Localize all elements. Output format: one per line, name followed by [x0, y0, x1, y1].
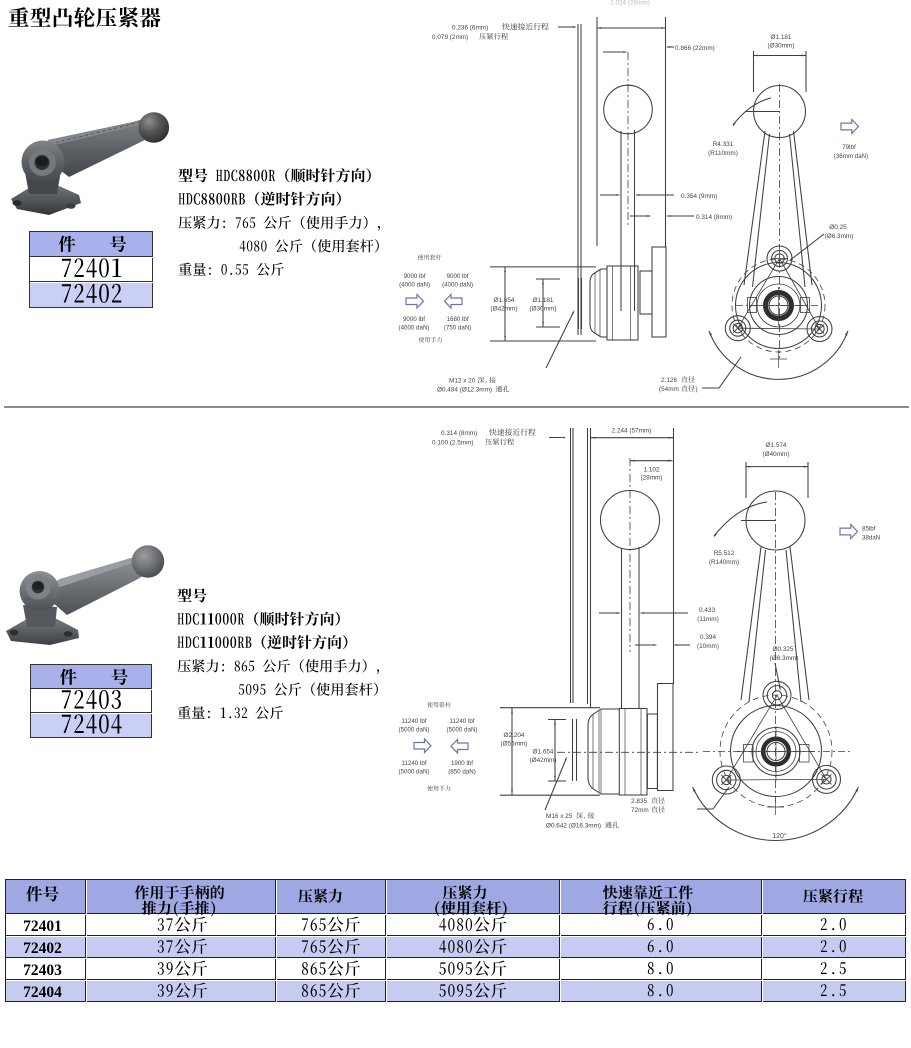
svg-text:0.236 (6mm): 0.236 (6mm) [452, 25, 488, 32]
svg-text:0.866 (22mm): 0.866 (22mm) [675, 45, 715, 52]
svg-text:0.314 (8mm): 0.314 (8mm) [696, 214, 732, 221]
svg-text:(Ø8.3mm): (Ø8.3mm) [770, 655, 799, 662]
svg-text:1.024 (26mm): 1.024 (26mm) [610, 0, 650, 7]
svg-text:11240 lbf: 11240 lbf [402, 760, 427, 767]
svg-text:72401: 72401 [23, 918, 62, 935]
svg-text:M12 x 20: M12 x 20 [449, 378, 476, 385]
svg-text:1.102: 1.102 [644, 467, 660, 474]
svg-text:0.354 (9mm): 0.354 (9mm) [681, 193, 717, 200]
svg-text:0.079 (2mm): 0.079 (2mm) [432, 34, 468, 41]
svg-text:(10mm): (10mm) [697, 643, 719, 650]
svg-text:72403: 72403 [23, 962, 62, 979]
svg-text:72402: 72402 [23, 940, 62, 957]
svg-text:9000 lbf: 9000 lbf [403, 316, 425, 323]
svg-text:(R140mm): (R140mm) [709, 559, 739, 566]
svg-text:1900 lbf: 1900 lbf [451, 760, 473, 767]
svg-text:Ø0.325: Ø0.325 [773, 646, 794, 653]
svg-text:(5000 daN): (5000 daN) [399, 769, 430, 776]
svg-text:0.100 (2.5mm): 0.100 (2.5mm) [432, 440, 474, 447]
svg-text:(36mm daN): (36mm daN) [834, 153, 868, 160]
svg-text:(4000 daN): (4000 daN) [399, 325, 430, 332]
svg-text:(Ø6.3mm): (Ø6.3mm) [825, 233, 854, 240]
svg-text:(Ø56mm): (Ø56mm) [501, 741, 528, 748]
svg-text:Ø1.654: Ø1.654 [533, 749, 554, 756]
svg-text:Ø0.484 (Ø12.3mm): Ø0.484 (Ø12.3mm) [437, 387, 492, 394]
svg-text:1680 lbf: 1680 lbf [447, 316, 469, 323]
svg-text:M16 x 25: M16 x 25 [546, 813, 573, 820]
svg-text:(11mm): (11mm) [697, 616, 719, 623]
svg-text:(28mm): (28mm) [640, 475, 662, 482]
svg-text:11240 lbf: 11240 lbf [402, 718, 427, 725]
svg-text:72mm: 72mm [631, 807, 649, 814]
svg-text:0.314 (8mm): 0.314 (8mm) [441, 430, 477, 437]
svg-text:Ø0.25: Ø0.25 [829, 224, 847, 231]
svg-text:,: , [485, 378, 487, 385]
svg-text:(Ø40mm): (Ø40mm) [763, 451, 790, 458]
svg-text:Ø1.654: Ø1.654 [494, 297, 515, 304]
svg-text:(4000 daN): (4000 daN) [442, 282, 473, 289]
svg-text:(Ø30mm): (Ø30mm) [530, 306, 557, 313]
svg-text:38daN: 38daN [862, 535, 880, 542]
svg-text:R4.331: R4.331 [713, 141, 734, 148]
svg-text:Ø1.181: Ø1.181 [771, 34, 792, 41]
svg-text:0.394: 0.394 [700, 634, 716, 641]
svg-text:79lbf: 79lbf [842, 144, 856, 151]
svg-text:(54mm: (54mm [659, 386, 679, 393]
svg-text:(Ø42mm): (Ø42mm) [530, 757, 557, 764]
svg-text:9000 lbf: 9000 lbf [404, 273, 426, 280]
svg-text:(4000 daN): (4000 daN) [399, 282, 430, 289]
svg-text:,: , [584, 813, 586, 820]
svg-text:85lbf: 85lbf [862, 526, 876, 533]
svg-text:(R110mm): (R110mm) [708, 150, 738, 157]
svg-text:72404: 72404 [23, 984, 62, 1001]
svg-text:120°: 120° [772, 832, 787, 840]
svg-text:11240 lbf: 11240 lbf [450, 718, 475, 725]
svg-text:Ø2.204: Ø2.204 [504, 732, 525, 739]
svg-text:2.244 (57mm): 2.244 (57mm) [612, 428, 652, 435]
svg-text:Ø1.574: Ø1.574 [766, 442, 787, 449]
svg-text:(850 daN): (850 daN) [448, 769, 476, 776]
svg-text:(Ø42mm): (Ø42mm) [491, 306, 518, 313]
svg-text:2.835: 2.835 [631, 798, 647, 805]
svg-text:Ø0.642 (Ø16.3mm): Ø0.642 (Ø16.3mm) [546, 823, 601, 830]
svg-text:R5.512: R5.512 [714, 550, 735, 557]
svg-text:(750 daN): (750 daN) [444, 325, 472, 332]
svg-text:Ø1.181: Ø1.181 [533, 297, 554, 304]
svg-text:9000 lbf: 9000 lbf [447, 273, 469, 280]
svg-text:(5000 daN): (5000 daN) [399, 727, 430, 734]
svg-text:0.433: 0.433 [699, 607, 715, 614]
svg-text:(5000 daN): (5000 daN) [447, 727, 478, 734]
svg-text:2.126: 2.126 [661, 377, 677, 384]
svg-text:): ) [696, 386, 698, 393]
svg-text:(Ø30mm): (Ø30mm) [768, 43, 795, 50]
